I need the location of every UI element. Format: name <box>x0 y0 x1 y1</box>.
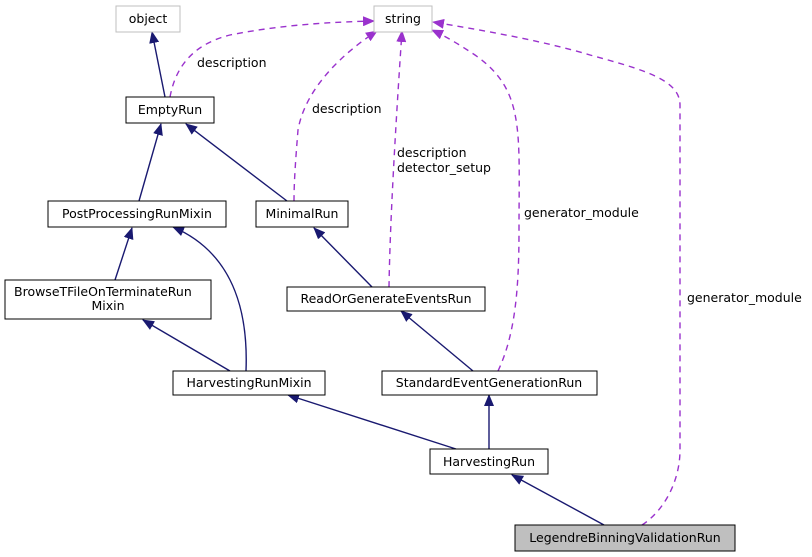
node-browse-tfile-on-terminate-run-mixin[interactable]: BrowseTFileOnTerminateRun Mixin <box>4 279 212 320</box>
node-object[interactable]: object <box>115 5 181 33</box>
node-empty-run[interactable]: EmptyRun <box>125 96 215 124</box>
label-standard-generator-module: generator_module <box>524 205 639 220</box>
node-post-processing-run-mixin-label: PostProcessingRunMixin <box>62 206 212 221</box>
usage-standard-to-string <box>431 29 520 372</box>
node-empty-run-label: EmptyRun <box>138 102 202 117</box>
node-object-label: object <box>129 11 168 26</box>
node-legendre-binning-validation-run[interactable]: LegendreBinningValidationRun <box>514 524 736 552</box>
usage-edges <box>169 16 681 526</box>
edge-legendre-to-harvestingrun <box>511 474 605 526</box>
usage-minimalrun-to-string <box>293 30 378 202</box>
node-harvesting-run-mixin-label: HarvestingRunMixin <box>186 375 311 390</box>
edge-minimalrun-to-emptyrun <box>185 123 288 202</box>
inheritance-edges <box>114 31 605 526</box>
edge-harvestingrun-to-harvestingmixin <box>287 393 457 450</box>
node-harvesting-run-label: HarvestingRun <box>443 454 535 469</box>
node-legendre-binning-validation-run-label: LegendreBinningValidationRun <box>529 530 720 545</box>
edge-labels: description description description dete… <box>197 55 802 305</box>
node-minimal-run-label: MinimalRun <box>266 206 339 221</box>
usage-readorgenerate-to-string <box>388 30 407 288</box>
edge-harvestingmixin-to-browse <box>142 319 231 372</box>
node-standard-event-generation-run-label: StandardEventGenerationRun <box>396 375 582 390</box>
usage-legendre-to-string <box>432 18 681 526</box>
edge-standard-to-readorgenerate <box>400 310 474 372</box>
label-emptyrun-description: description <box>197 55 267 70</box>
node-string-label: string <box>385 11 421 26</box>
node-read-or-generate-events-run-label: ReadOrGenerateEventsRun <box>300 291 471 306</box>
label-readevents-description: description <box>397 145 467 160</box>
node-string[interactable]: string <box>373 5 433 33</box>
node-harvesting-run[interactable]: HarvestingRun <box>429 448 549 475</box>
node-post-processing-run-mixin[interactable]: PostProcessingRunMixin <box>47 200 227 228</box>
edge-emptyrun-to-object <box>149 31 166 98</box>
label-legendre-generator-module: generator_module <box>687 290 802 305</box>
node-read-or-generate-events-run[interactable]: ReadOrGenerateEventsRun <box>286 286 486 312</box>
node-browse-tfile-label-line1: BrowseTFileOnTerminateRun <box>14 284 192 299</box>
edge-harvestingmixin-to-postprocessing <box>172 226 247 372</box>
edge-postprocessing-to-emptyrun <box>138 123 163 202</box>
node-standard-event-generation-run[interactable]: StandardEventGenerationRun <box>381 370 598 396</box>
edge-browse-to-postprocessing <box>114 227 134 281</box>
label-readevents-detector-setup: detector_setup <box>397 160 491 175</box>
node-browse-tfile-label-line2: Mixin <box>91 298 124 313</box>
node-minimal-run[interactable]: MinimalRun <box>255 200 349 228</box>
edge-readorgenerate-to-minimalrun <box>313 227 373 288</box>
usage-emptyrun-to-string <box>169 16 375 98</box>
label-minimalrun-description: description <box>312 101 382 116</box>
node-harvesting-run-mixin[interactable]: HarvestingRunMixin <box>172 370 326 396</box>
